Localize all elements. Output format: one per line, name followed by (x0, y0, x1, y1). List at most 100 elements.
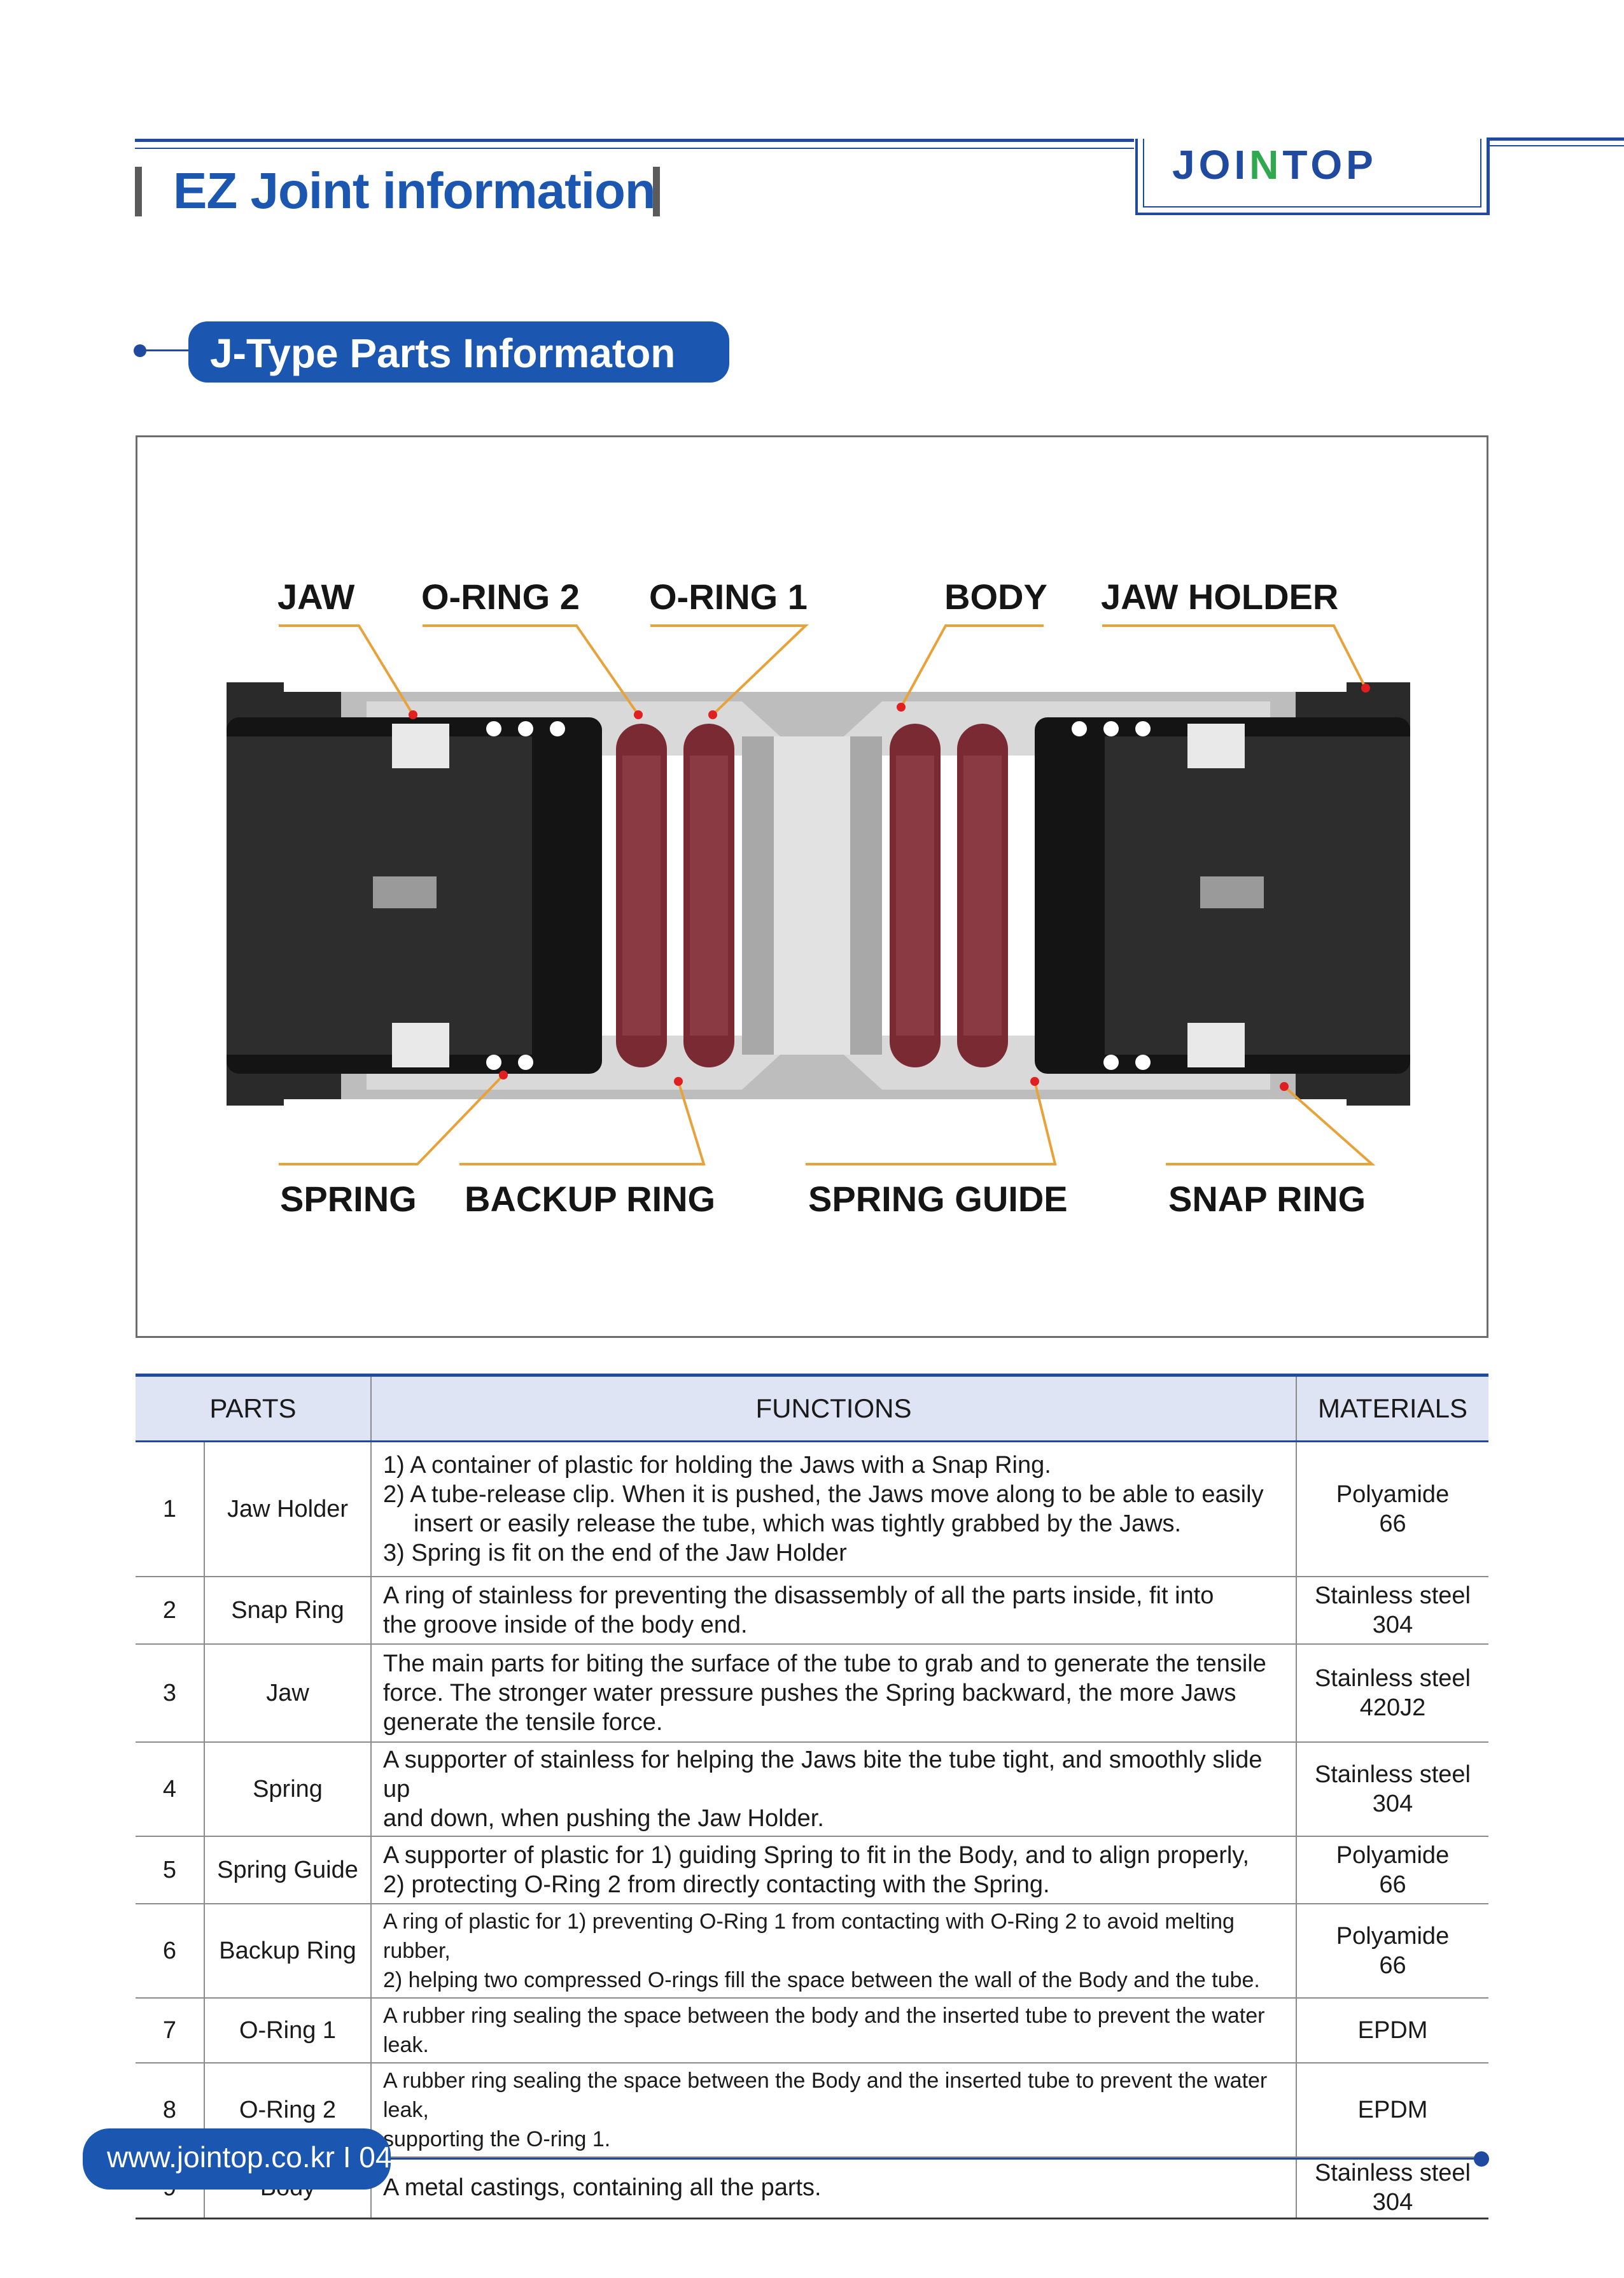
material-line: Polyamide (1336, 1480, 1450, 1508)
header-rule (135, 139, 1134, 142)
part-no: 4 (136, 1741, 204, 1837)
spring-coil (1103, 721, 1119, 736)
part-functions: A rubber ring sealing the space between … (370, 2062, 1296, 2158)
jaw-bottom-right (1187, 1023, 1245, 1067)
logo-rule (1487, 137, 1624, 141)
part-name: Jaw (204, 1643, 371, 1743)
marker-oring2 (634, 710, 643, 719)
logo-frame (1135, 139, 1489, 215)
part-material: Polyamide 66 (1296, 1835, 1488, 1904)
spring-coil (550, 721, 565, 736)
label-oring2: O-RING 2 (421, 577, 580, 617)
part-name: Spring Guide (204, 1835, 371, 1904)
marker-jaw-holder (1361, 684, 1370, 693)
spring-coil (518, 721, 533, 736)
logo-rule-thin (1487, 145, 1624, 146)
part-functions: The main parts for biting the surface of… (370, 1643, 1296, 1743)
label-backup-ring: BACKUP RING (465, 1179, 716, 1219)
part-functions: A ring of plastic for 1) preventing O-Ri… (370, 1902, 1296, 1999)
part-no: 6 (136, 1902, 204, 1999)
part-material: Stainless steel 420J2 (1296, 1643, 1488, 1743)
spring-coil (1135, 721, 1151, 736)
footer-rule (389, 2158, 1484, 2160)
footer-pill (83, 2128, 391, 2190)
material-line: 66 (1379, 1510, 1406, 1537)
footer-url[interactable]: www.jointop.co.kr (107, 2141, 335, 2174)
oring2-right-shade (963, 756, 1002, 1036)
function-line: 3) Spring is fit on the end of the Jaw H… (383, 1539, 847, 1566)
footer-text: www.jointop.co.kr I 04 (107, 2140, 391, 2174)
leader-spring-guide (806, 1081, 1057, 1165)
marker-snap-ring (1280, 1082, 1289, 1091)
part-material: Polyamide 66 (1296, 1440, 1488, 1577)
part-no: 3 (136, 1643, 204, 1743)
material-line: 66 (1379, 1951, 1406, 1979)
leader-oring2 (423, 624, 640, 716)
material-line: Polyamide (1336, 1841, 1450, 1869)
material-line: Stainless steel (1314, 1761, 1471, 1788)
jaw-top-right (1187, 724, 1245, 768)
part-name: Backup Ring (204, 1902, 371, 1999)
part-functions: A metal castings, containing all the par… (370, 2156, 1296, 2219)
table-row: 1 Jaw Holder 1) A container of plastic f… (136, 1440, 1488, 1577)
label-spring: SPRING (280, 1179, 417, 1219)
table-row: 7 O-Ring 1 A rubber ring sealing the spa… (136, 1997, 1488, 2064)
function-line: A rubber ring sealing the space between … (383, 2068, 1268, 2122)
title-bar-left (135, 167, 142, 216)
material-line: EPDM (1357, 2096, 1428, 2123)
function-line: The main parts for biting the surface of… (383, 1650, 1266, 1677)
leader-jaw (279, 624, 414, 716)
marker-body (897, 703, 906, 712)
table-row: 2 Snap Ring A ring of stainless for prev… (136, 1575, 1488, 1645)
parts-table: PARTS FUNCTIONS MATERIALS 1 Jaw Holder 1… (136, 1374, 1488, 2219)
marker-oring1 (708, 710, 717, 719)
marker-jaw (409, 710, 417, 719)
header-parts: PARTS (136, 1374, 371, 1442)
pipe-left-slot (373, 876, 437, 908)
material-line: Polyamide (1336, 1922, 1450, 1950)
function-line: the groove inside of the body end. (383, 1611, 748, 1638)
function-line: 2) A tube-release clip. When it is pushe… (383, 1480, 1264, 1508)
function-line: supporting the O-ring 1. (383, 2127, 611, 2151)
part-name: Jaw Holder (204, 1440, 371, 1577)
part-no: 5 (136, 1835, 204, 1904)
jaw-bottom-left (392, 1023, 449, 1067)
material-line: 66 (1379, 1871, 1406, 1898)
spring-coil (486, 721, 501, 736)
logo-frame-inner (1143, 139, 1481, 207)
page-title: EZ Joint information (173, 162, 656, 219)
footer-bullet-icon (1474, 2151, 1489, 2167)
spring-coil (518, 1055, 533, 1070)
material-line: Stainless steel (1314, 2159, 1471, 2186)
header-functions: FUNCTIONS (370, 1374, 1296, 1442)
part-functions: A ring of stainless for preventing the d… (370, 1575, 1296, 1645)
part-functions: 1) A container of plastic for holding th… (370, 1440, 1296, 1577)
part-functions: A rubber ring sealing the space between … (370, 1997, 1296, 2064)
spring-coil (1072, 721, 1087, 736)
label-jaw-holder: JAW HOLDER (1101, 577, 1339, 617)
part-name: Snap Ring (204, 1575, 371, 1645)
header-materials: MATERIALS (1296, 1374, 1488, 1442)
material-line: Stainless steel (1314, 1664, 1471, 1692)
function-line: A rubber ring sealing the space between … (383, 2003, 1265, 2057)
section-bullet-icon (134, 344, 146, 357)
leader-spring (279, 1074, 505, 1165)
material-line: 304 (1372, 2188, 1413, 2216)
material-line: 304 (1372, 1611, 1413, 1638)
label-jaw: JAW (277, 577, 355, 617)
part-functions: A supporter of plastic for 1) guiding Sp… (370, 1835, 1296, 1904)
function-line: A supporter of stainless for helping the… (383, 1746, 1263, 1803)
part-name: O-Ring 1 (204, 1997, 371, 2064)
joint-cross-section (227, 624, 1410, 1165)
function-line: A supporter of plastic for 1) guiding Sp… (383, 1841, 1250, 1869)
leader-backup-ring (459, 1081, 706, 1165)
table-row: 4 Spring A supporter of stainless for he… (136, 1741, 1488, 1837)
marker-spring-guide (1030, 1077, 1039, 1086)
spring-coil (486, 1055, 501, 1070)
part-material: EPDM (1296, 1997, 1488, 2064)
table-row: 3 Jaw The main parts for biting the surf… (136, 1643, 1488, 1743)
marker-spring (499, 1071, 508, 1079)
section-pill (188, 321, 729, 383)
leader-oring1 (650, 624, 809, 716)
function-line: A ring of plastic for 1) preventing O-Ri… (383, 1909, 1235, 1963)
